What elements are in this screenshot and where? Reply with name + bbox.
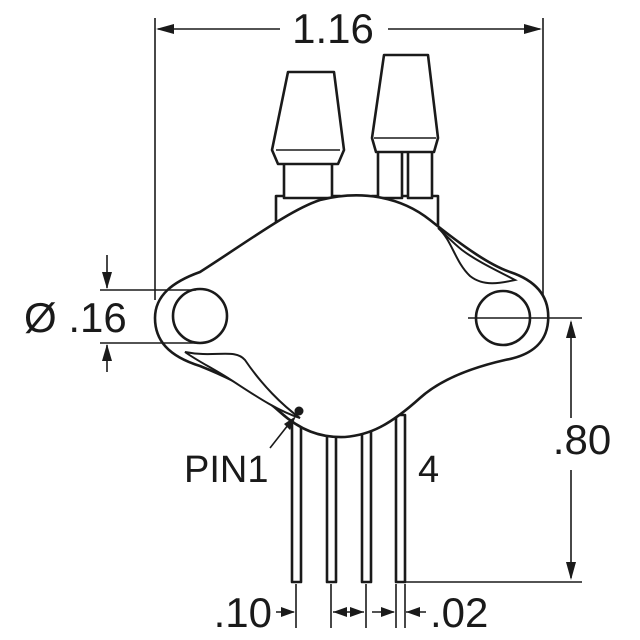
width-arrow-left <box>156 24 174 34</box>
lead-2 <box>325 423 338 584</box>
body-fillet-right <box>437 227 518 285</box>
pin1-leader-arrow <box>284 416 296 430</box>
lead-3 <box>360 423 373 584</box>
port-left-stem <box>282 160 334 200</box>
height-arrow-bottom <box>566 562 576 580</box>
lead-arrow-left <box>381 607 395 617</box>
hole-arrow-bottom <box>102 344 112 361</box>
pitch-arrow-left <box>281 607 295 617</box>
width-dimension-label: 1.16 <box>292 5 374 52</box>
port-right-stem-a <box>376 146 404 200</box>
pitch-dimension-label: .10 <box>214 589 272 636</box>
port-left-nozzle <box>270 70 346 166</box>
mounting-hole-left <box>171 287 229 345</box>
pin-labels: PIN1 4 <box>184 416 439 491</box>
hole-arrow-top <box>102 272 112 289</box>
lead-width-dimension-label: .02 <box>430 589 488 636</box>
pin4-label: 4 <box>418 449 439 491</box>
package-body <box>153 194 550 439</box>
pitch-arrow-mid-left <box>333 607 347 617</box>
lead-1 <box>290 413 303 584</box>
lead-4 <box>394 413 407 584</box>
width-dimension: 1.16 <box>154 5 544 300</box>
hole-diameter-label: Ø .16 <box>24 294 127 341</box>
body-fillet-left <box>184 351 301 419</box>
height-dimension-label: .80 <box>553 416 611 463</box>
port-right-stem-b <box>406 146 434 200</box>
leads <box>290 413 407 584</box>
pin1-marker-dot <box>294 406 304 416</box>
port-right-nozzle <box>370 53 440 154</box>
height-dimension: .80 <box>406 317 611 583</box>
hole-diameter-dimension: Ø .16 <box>24 255 196 372</box>
pitch-arrow-mid-right <box>350 607 364 617</box>
lead-arrow-right <box>406 607 420 617</box>
pin1-label: PIN1 <box>184 449 268 491</box>
bottom-dimensions: .10 .02 <box>214 584 488 636</box>
width-arrow-right <box>524 24 542 34</box>
height-arrow-top <box>566 320 576 338</box>
